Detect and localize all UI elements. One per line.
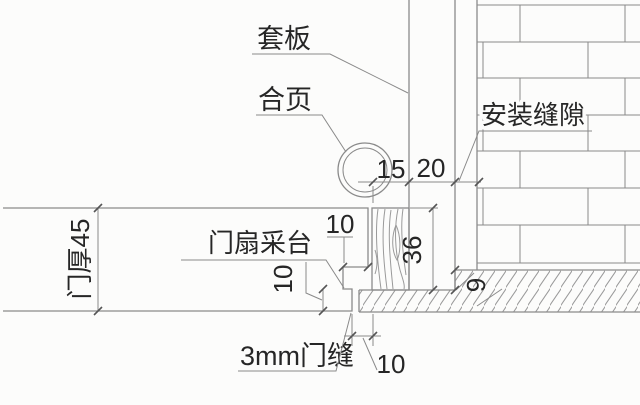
callout-install-gap: 安装缝隙 [458,97,592,182]
label-door-gap: 3mm门缝 [240,341,354,371]
dim-36: 36 [397,203,438,295]
dim-text-15: 15 [377,154,406,184]
label-door-rabbet: 门扇采台 [208,228,312,258]
dim-text-rabbet-depth: 10 [268,265,298,294]
callout-door-gap: 3mm门缝 [238,312,354,372]
dim-15-20: 15 20 [358,153,484,203]
dim-rabbet-depth: 10 [268,262,328,316]
dim-text-36: 36 [397,236,427,265]
callout-door-rabbet: 门扇采台 [181,228,345,289]
label-door-thickness: 门厚45 [65,219,95,300]
dim-rabbet-width: 10 [326,209,373,272]
door-leaf [3,207,369,312]
callout-hinge: 合页 [256,85,347,153]
dim-text-20: 20 [417,153,446,183]
dim-text-rabbet-width: 10 [326,209,355,239]
dim-plaster-step: 9 [450,265,503,307]
callout-frame-board: 套板 [252,24,409,94]
wall-finish-strips [358,269,640,313]
dim-text-plaster-step: 9 [461,278,491,292]
label-install-gap: 安装缝隙 [481,100,585,130]
dim-bottom-gap: 10 [344,314,405,379]
label-hinge: 合页 [258,85,312,115]
wood-grain-hatch [374,208,407,290]
hinge-circle [337,142,393,198]
dim-door-thickness: 门厚45 [65,203,103,316]
dim-text-bottom-gap: 10 [377,349,406,379]
label-frame-board: 套板 [257,24,311,54]
brick-wall [476,0,640,270]
